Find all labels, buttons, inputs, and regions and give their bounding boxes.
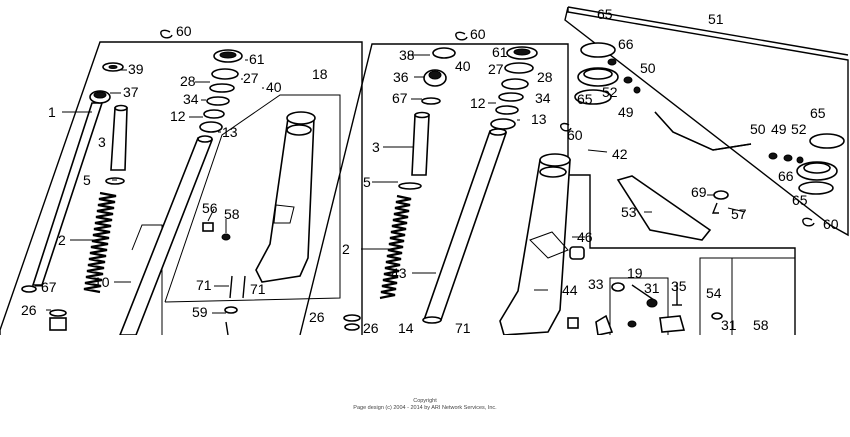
callout-56: 56 xyxy=(202,200,218,216)
callout-42: 42 xyxy=(612,146,628,162)
lower-small-parts xyxy=(567,282,723,335)
right-fork-assembly-frame xyxy=(299,43,796,335)
callout-2b: 2 xyxy=(342,241,350,257)
callout-12: 12 xyxy=(170,108,186,124)
callout-60b: 60 xyxy=(470,26,486,42)
callout-61: 61 xyxy=(249,51,265,67)
callout-12b: 12 xyxy=(470,95,486,111)
copyright-line: Copyright xyxy=(413,398,437,404)
callout-37: 37 xyxy=(123,84,139,100)
callout-66: 66 xyxy=(618,36,634,52)
callout-35: 35 xyxy=(671,278,687,294)
callout-58b: 58 xyxy=(753,317,769,333)
callout-50b: 50 xyxy=(750,121,766,137)
callout-59: 59 xyxy=(192,304,208,320)
callout-3: 3 xyxy=(98,134,106,150)
callout-18: 18 xyxy=(312,66,328,82)
callout-65b: 65 xyxy=(577,91,593,107)
callout-5: 5 xyxy=(83,172,91,188)
callout-52b: 52 xyxy=(791,121,807,137)
callout-13b: 13 xyxy=(531,111,547,127)
callout-26c: 26 xyxy=(363,320,379,335)
front-fork-exploded-diagram: 60 39 37 1 3 5 2 67 26 10 61 28 27 40 34… xyxy=(0,6,849,335)
callout-67b: 67 xyxy=(392,90,408,106)
callout-27b: 27 xyxy=(488,61,504,77)
callout-54: 54 xyxy=(706,285,722,301)
left-fork-tube-assembly xyxy=(21,29,173,331)
callout-14: 14 xyxy=(398,320,414,335)
callout-51: 51 xyxy=(708,11,724,27)
copyright-footer: Copyright Page design (c) 2004 - 2014 by… xyxy=(0,398,850,412)
callout-28: 28 xyxy=(180,73,196,89)
callout-40: 40 xyxy=(266,79,282,95)
callout-3b: 3 xyxy=(372,139,380,155)
callout-60c: 60 xyxy=(567,127,583,143)
callout-39: 39 xyxy=(128,61,144,77)
callout-71: 71 xyxy=(196,277,212,293)
callout-50: 50 xyxy=(640,60,656,76)
callout-58: 58 xyxy=(224,206,240,222)
callout-49b: 49 xyxy=(771,121,787,137)
callout-34b: 34 xyxy=(535,90,551,106)
callout-60d: 60 xyxy=(823,216,839,232)
callout-61b: 61 xyxy=(492,44,508,60)
callout-34: 34 xyxy=(183,91,199,107)
callout-65: 65 xyxy=(597,6,613,22)
callout-71c: 71 xyxy=(455,320,471,335)
callout-60: 60 xyxy=(176,23,192,39)
callout-27: 27 xyxy=(243,70,259,86)
callout-31b: 31 xyxy=(721,317,737,333)
callout-57: 57 xyxy=(731,206,747,222)
callout-33: 33 xyxy=(588,276,604,292)
callout-5b: 5 xyxy=(363,174,371,190)
callout-52: 52 xyxy=(602,84,618,100)
callout-1: 1 xyxy=(48,104,56,120)
left-outer-tube-group xyxy=(119,49,316,335)
handlebar-group-frame xyxy=(564,6,849,237)
callout-71b: 71 xyxy=(250,281,266,297)
callout-40b: 40 xyxy=(455,58,471,74)
callout-43: 43 xyxy=(391,265,407,281)
callout-65d: 65 xyxy=(792,192,808,208)
callout-31: 31 xyxy=(644,280,660,296)
callout-19: 19 xyxy=(627,265,643,281)
callout-26: 26 xyxy=(21,302,37,318)
callout-46: 46 xyxy=(577,229,593,245)
callout-44: 44 xyxy=(562,282,578,298)
callout-26b: 26 xyxy=(309,309,325,325)
lower-parts-frames xyxy=(609,257,795,335)
callout-36: 36 xyxy=(393,69,409,85)
callout-67: 67 xyxy=(41,279,57,295)
callout-53: 53 xyxy=(621,204,637,220)
handlebar-group xyxy=(560,42,845,227)
callout-66b: 66 xyxy=(778,168,794,184)
left-outer-tube-frame xyxy=(164,94,341,303)
callout-65c: 65 xyxy=(810,105,826,121)
leader-lines xyxy=(35,54,746,314)
callout-labels: 60 39 37 1 3 5 2 67 26 10 61 28 27 40 34… xyxy=(21,6,839,335)
right-fork-tube-assembly xyxy=(343,31,468,331)
callout-69: 69 xyxy=(691,184,707,200)
left-fork-assembly-frame xyxy=(0,41,363,335)
callout-13: 13 xyxy=(222,124,238,140)
right-outer-tube-group xyxy=(422,46,608,335)
callout-10: 10 xyxy=(94,274,110,290)
callout-38: 38 xyxy=(399,47,415,63)
page-design-credit: Page design (c) 2004 - 2014 by ARI Netwo… xyxy=(353,405,497,411)
callout-2: 2 xyxy=(58,232,66,248)
callout-28b: 28 xyxy=(537,69,553,85)
fork-cover-group xyxy=(616,175,729,241)
callout-49: 49 xyxy=(618,104,634,120)
